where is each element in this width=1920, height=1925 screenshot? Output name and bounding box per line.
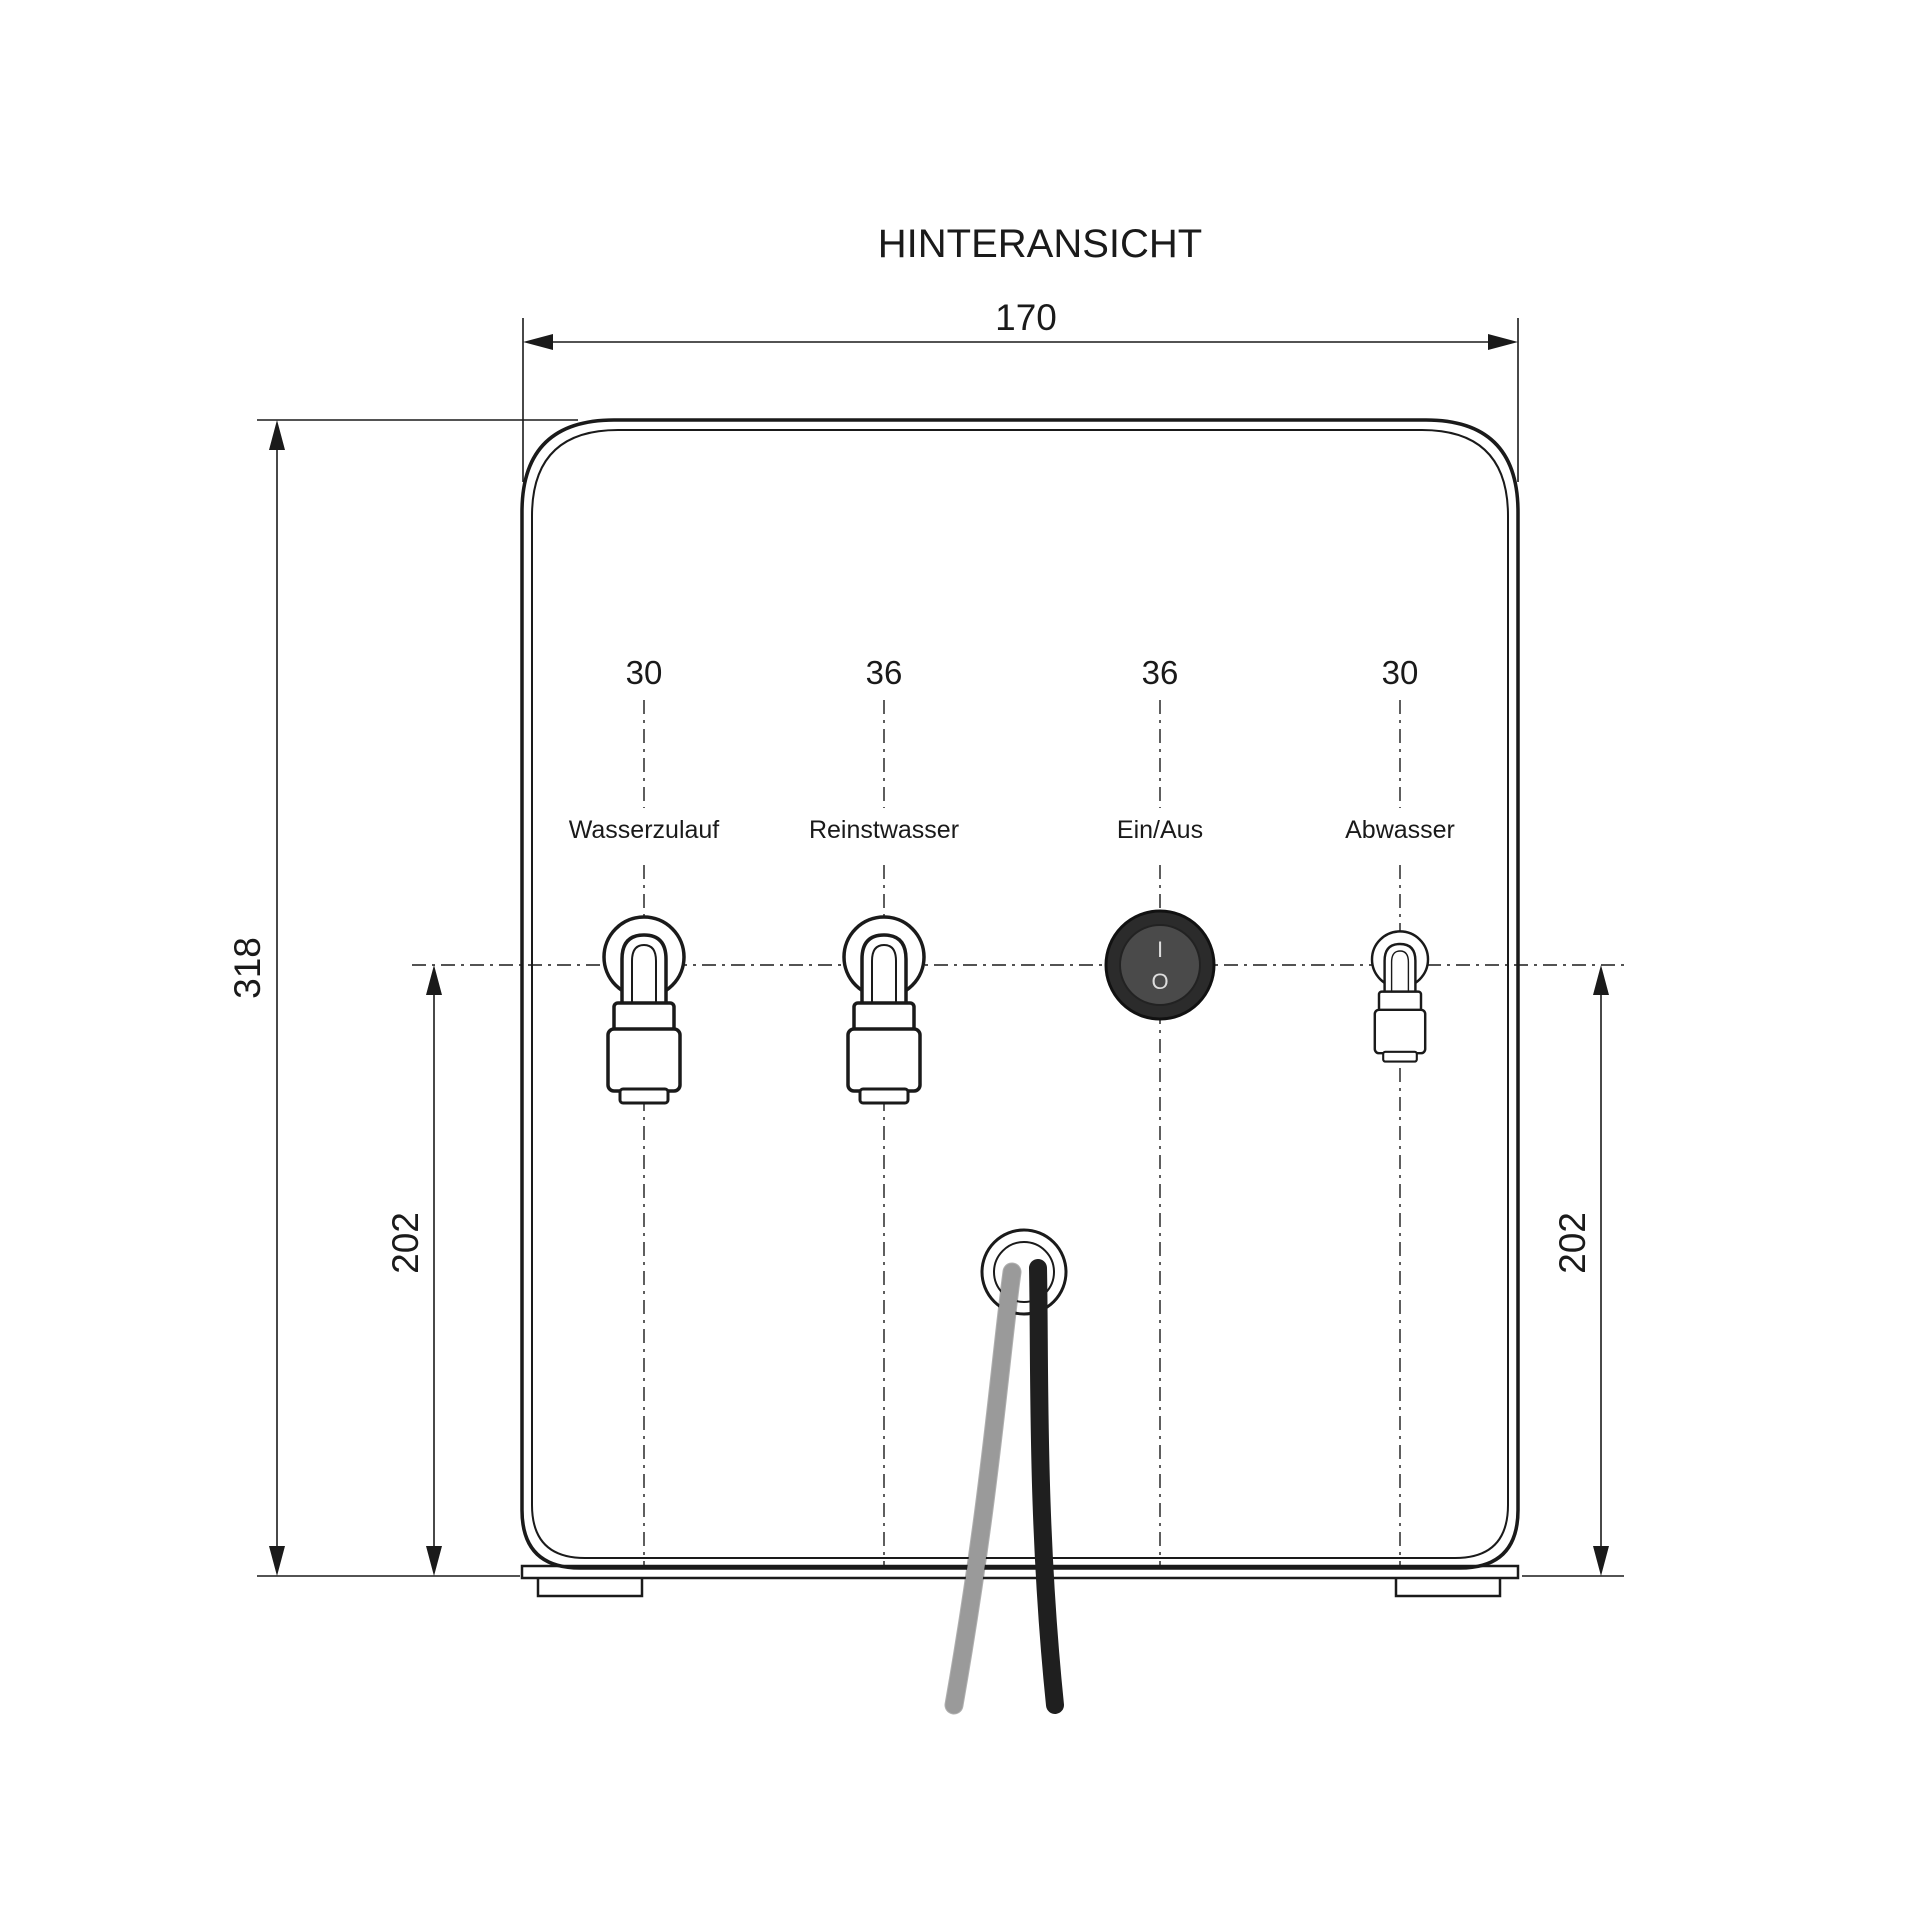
connection-position-value: 30 [1382,654,1419,691]
connection-height-left: 202 [385,1212,426,1274]
connection-height-right: 202 [1552,1212,1593,1274]
width-value: 170 [995,297,1057,338]
connection-position-value: 36 [866,654,903,691]
fitting-wasserzulauf-icon[interactable] [602,915,686,1105]
connection-height-dimension-left: 202 [385,965,442,1576]
connection-position-value: 30 [626,654,663,691]
fitting-reinstwasser-icon[interactable] [842,915,926,1105]
device-housing [520,418,1520,1598]
connection-label: Wasserzulauf [569,816,720,844]
connection-label: Reinstwasser [809,816,959,844]
connections-group: 30Wasserzulauf36Reinstwasser36Ein/AusIO3… [569,654,1455,1568]
width-dimension: 170 [522,297,1519,482]
connection-position-value: 36 [1142,654,1179,691]
height-value: 318 [227,937,268,999]
cable-grey [945,1263,1021,1714]
cable-grommet [980,1228,1068,1316]
cable-black [1029,1259,1064,1714]
foot-left [536,1578,644,1598]
drawing-title: HINTERANSICHT [878,222,1202,266]
switch-off-symbol: O [1151,969,1168,994]
switch-on-symbol: I [1157,937,1163,962]
height-dimension: 318 [227,419,578,1577]
connection-height-dimension-right: 202 [1522,965,1624,1577]
fitting-abwasser-icon[interactable] [1370,930,1430,1063]
connection-label: Abwasser [1345,816,1455,844]
power-cables [944,1259,1064,1715]
power-switch-rocker[interactable] [1119,924,1201,1006]
connection-label: Ein/Aus [1117,816,1203,844]
foot-right [1394,1578,1502,1598]
